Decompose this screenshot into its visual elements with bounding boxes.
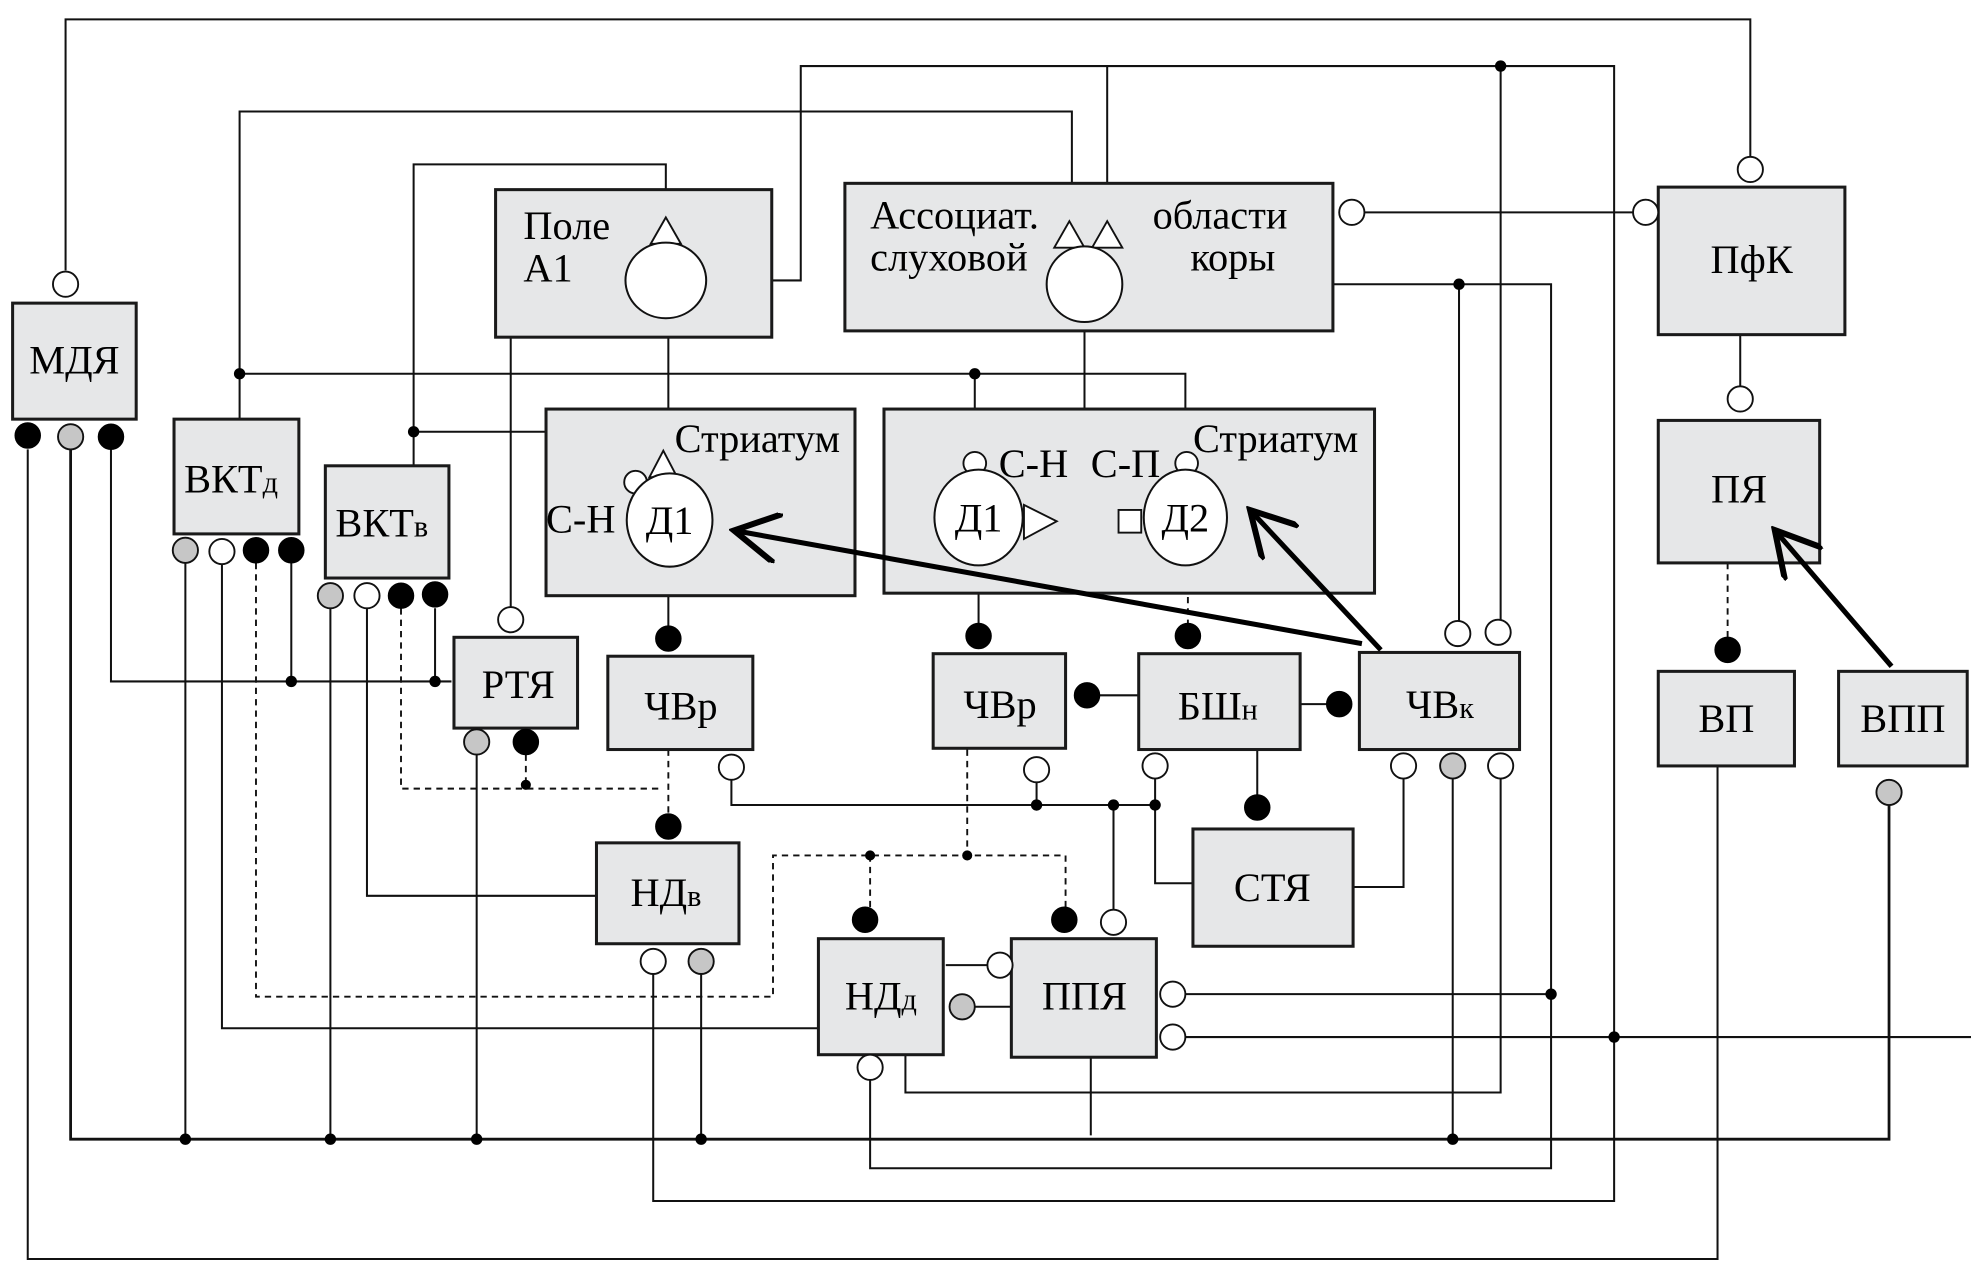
node-rtya: РТЯ [452,635,580,730]
node-label: ВКТв [335,500,428,545]
node-label: ЧВк [1406,682,1474,727]
neuron-d1 [625,472,714,568]
node-label: слуховой [870,234,1028,279]
node-pya: ПЯ [1656,418,1822,565]
node-label: С-Н [999,441,1068,486]
projection-arrows [739,514,1894,668]
node-label: Стриатум [675,416,840,461]
node-label: НДд [845,973,917,1018]
synapse-triangle [1023,503,1059,541]
neuron [624,241,708,320]
node-label: БШн [1178,683,1258,728]
node-label: С-Н [546,497,615,542]
node-striatum-right: Стриатум С-Н С-П Д1 Д2 [882,407,1377,595]
node-bshn: БШн [1137,652,1302,752]
node-ndd: НДд [816,937,945,1057]
synapse-triangle [1052,219,1087,249]
synapse-square [1117,508,1143,534]
node-vktd: ВКТд [172,417,301,536]
node-label: Ассоциат. [870,193,1039,238]
node-label: Стриатум [1193,416,1358,461]
synapses [14,155,1903,1081]
node-field-a1: Поле A1 [494,188,774,339]
node-ppya: ППЯ [1009,937,1158,1059]
neuron-label: Д1 [955,495,1003,540]
node-label: С-П [1091,441,1160,486]
node-ndv: НДв [594,841,741,946]
node-label: Поле [523,203,610,248]
node-chvr-right: ЧВр [931,652,1068,750]
node-label: области [1153,193,1288,238]
synapse-triangle [1090,219,1124,249]
node-label: ПфК [1710,237,1793,282]
node-chvr-left: ЧВр [606,654,755,752]
node-vp: ВП [1656,669,1796,768]
node-label: ПЯ [1711,466,1767,511]
node-label: ВП [1698,696,1754,741]
neuron [1045,245,1124,324]
node-label: НДв [631,870,702,915]
node-label: МДЯ [29,338,119,383]
node-mdya: МДЯ [11,301,138,421]
node-label: ВПП [1860,696,1945,741]
node-label: ППЯ [1042,973,1127,1018]
neuron-label: Д2 [1162,495,1210,540]
node-label: коры [1190,234,1275,279]
node-label: A1 [523,246,572,291]
neuron-d1 [933,468,1024,567]
node-pfk: ПфК [1656,185,1847,337]
neuron-d2 [1142,468,1228,567]
node-label: ЧВр [644,683,717,728]
arrow-vpp-to-pya [1778,534,1894,668]
node-chvk: ЧВк [1357,650,1522,752]
node-vpp: ВПП [1837,669,1969,768]
node-stya: СТЯ [1191,827,1355,948]
node-vktv: ВКТв [323,464,451,580]
neuron-label: Д1 [646,498,694,543]
node-assoc-cortex: Ассоциат. слуховой области коры [843,181,1335,333]
node-label: СТЯ [1234,865,1311,910]
node-label: РТЯ [482,662,555,707]
node-label: ЧВр [963,682,1036,727]
node-label: ВКТд [184,456,278,501]
arrow-chvk-to-d2 [1253,514,1383,652]
arrow-chvk-to-d1-left [739,531,1363,647]
node-striatum-left: Стриатум С-Н Д1 [544,407,857,598]
